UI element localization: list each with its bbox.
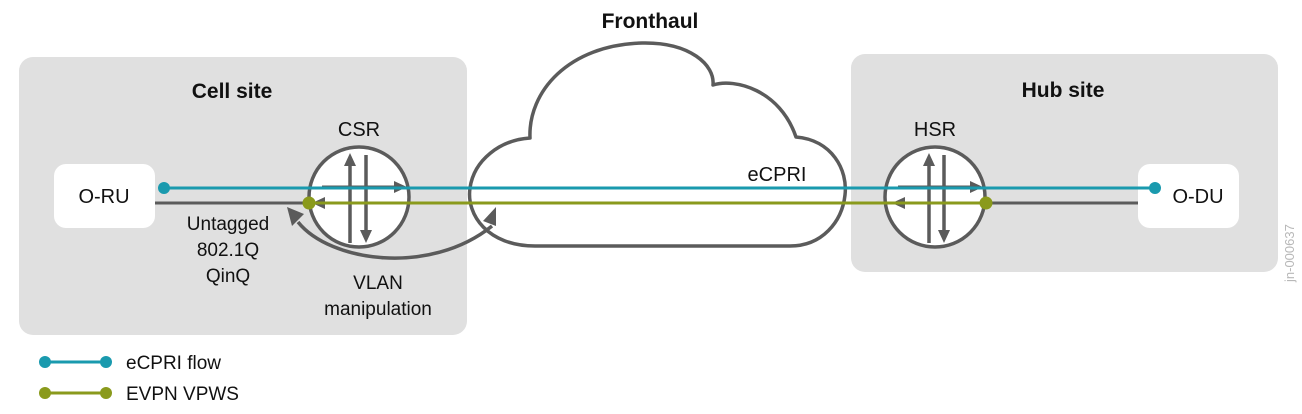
encap-qinq: QinQ bbox=[206, 266, 250, 287]
vlan-arrowhead-left bbox=[287, 207, 304, 226]
vlan-label-line1: VLAN bbox=[353, 273, 403, 294]
o-du-label: O-DU bbox=[1172, 186, 1223, 208]
hsr-router[interactable] bbox=[883, 145, 987, 249]
encap-untagged: Untagged bbox=[187, 214, 269, 235]
o-ru-label: O-RU bbox=[78, 186, 129, 208]
hsr-arrowhead-up bbox=[923, 153, 935, 166]
cell-site-title: Cell site bbox=[192, 80, 273, 103]
legend: eCPRI flow EVPN VPWS bbox=[39, 353, 239, 405]
fronthaul-cloud bbox=[467, 41, 848, 248]
hsr-arrowhead-down bbox=[938, 230, 950, 243]
ecpri-endpoint-o-du bbox=[1149, 182, 1161, 194]
legend-ecpri-dot-left bbox=[39, 356, 51, 368]
legend-evpn-dot-left bbox=[39, 387, 51, 399]
vlan-manipulation-arrow bbox=[296, 220, 494, 260]
csr-router[interactable] bbox=[307, 145, 411, 249]
document-id: jn-000637 bbox=[1282, 224, 1297, 283]
legend-ecpri-dot-right bbox=[100, 356, 112, 368]
legend-item-evpn: EVPN VPWS bbox=[39, 384, 239, 405]
csr-arrowhead-up bbox=[344, 153, 356, 166]
hub-site-title: Hub site bbox=[1022, 79, 1105, 102]
encap-8021q: 802.1Q bbox=[197, 240, 259, 261]
fronthaul-title: Fronthaul bbox=[602, 10, 699, 33]
cell-site-panel bbox=[19, 57, 467, 335]
legend-item-ecpri: eCPRI flow bbox=[39, 353, 221, 374]
csr-label: CSR bbox=[338, 119, 380, 141]
evpn-endpoint-hsr bbox=[979, 196, 993, 210]
csr-router-icon bbox=[307, 145, 411, 249]
vlan-label-line2: manipulation bbox=[324, 299, 432, 320]
o-ru-box[interactable] bbox=[54, 164, 155, 228]
legend-ecpri-label: eCPRI flow bbox=[126, 353, 221, 374]
o-du-box[interactable] bbox=[1138, 164, 1239, 228]
ecpri-endpoint-o-ru bbox=[158, 182, 170, 194]
hsr-label: HSR bbox=[914, 119, 956, 141]
legend-evpn-dot-right bbox=[100, 387, 112, 399]
hsr-router-icon bbox=[883, 145, 987, 249]
ecpri-link-label: eCPRI bbox=[748, 164, 807, 186]
legend-evpn-label: EVPN VPWS bbox=[126, 384, 239, 405]
evpn-endpoint-csr bbox=[302, 196, 316, 210]
csr-arrowhead-down bbox=[360, 230, 372, 243]
vlan-arrowhead-right bbox=[483, 207, 496, 226]
